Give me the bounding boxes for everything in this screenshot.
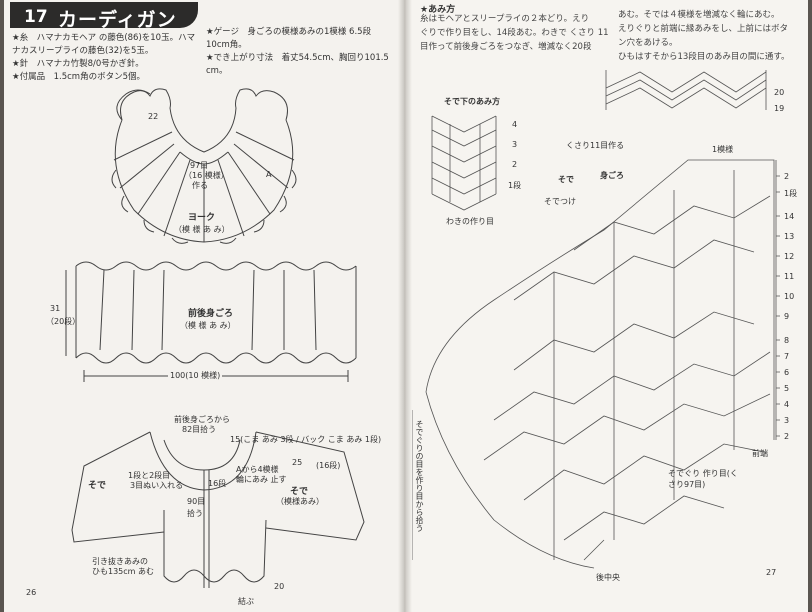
sleeve-sub: （模様あみ） [276, 497, 324, 506]
one-pattern-label: 1模様 [712, 145, 734, 154]
row-mark: 11 [784, 272, 795, 281]
yoke-letter: A [266, 170, 272, 179]
spec-line: ★針 ハマナカ竹製8/0号かぎ針。 [12, 59, 144, 69]
instruction-line: 糸はモヘアとスリープライの２本どり。えり [420, 14, 590, 24]
garment-note: 15(こま あみ 3段 / バック こま あみ 1段) [230, 435, 382, 444]
vertical-note: そでぐりの目を作り目から拾う [415, 420, 424, 532]
materials-spec: ★糸 ハマナカモヘア の藤色(86)を10玉。ハマ ナカスリープライの藤色(32… [12, 32, 202, 84]
garment-note: 引き抜きあみの [92, 557, 148, 566]
sleeve-row-mark: 3 [512, 140, 518, 149]
garment-note: 前後身ごろから [174, 415, 230, 424]
sleeve-section-title: そで下のあみ方 [444, 97, 500, 106]
body-label: 前後身ごろ [188, 309, 234, 319]
yoke-center-mid: （16 模様） [184, 171, 229, 180]
body-width: 100(10 模様) [168, 370, 223, 381]
spec-line: cm。 [206, 66, 228, 76]
instruction-line: えりぐりと前端に縁あみをし、上前にはボタ [618, 24, 789, 34]
sleeve-row-mark: 2 [512, 160, 518, 169]
sleeve-label: そで [290, 487, 309, 497]
sleeve-row-mark: 1段 [508, 181, 522, 190]
garment-note: (16段) [316, 461, 341, 470]
book-gutter [398, 0, 412, 612]
row-mark: 8 [784, 336, 790, 345]
row-mark: 3 [784, 416, 790, 425]
row-mark: 1段 [784, 189, 798, 198]
spec-line: ★ゲージ 身ごろの模様あみの1模様 6.5段 [206, 27, 372, 37]
instructions-col1: 糸はモヘアとスリープライの２本どり。えり ぐりで作り目をし、14段あむ。わきで … [420, 12, 610, 54]
garment-note: 16段 [208, 479, 227, 488]
garment-note: 1段と2段目 [128, 471, 171, 480]
pattern-title: カーディガン [58, 9, 177, 31]
garment-note: Aから4模様 [236, 465, 279, 474]
row-mark: 13 [784, 232, 795, 241]
page-number-left: 26 [26, 588, 37, 597]
neck-label: そでぐり 作り目(くさり97目) [668, 469, 738, 489]
mi-label: 身ごろ [600, 171, 624, 180]
garment-note: 90目 [187, 497, 206, 506]
spec-line: ★付属品 1.5cm角のボタン5個。 [12, 72, 146, 82]
yoke-center-bot: 作る [192, 181, 208, 190]
method-heading: ★あみ方 [420, 5, 456, 15]
title-bar: 17 カーディガン [10, 2, 198, 31]
pattern-number: 17 [24, 7, 48, 27]
spec-line: ★糸 ハマナカモヘア の藤色(86)を10玉。ハマ [12, 33, 196, 43]
instruction-line: ひもはすそから13段目のあみ目の間に通す。 [618, 52, 790, 62]
yoke-center-top: 97目 [190, 161, 209, 170]
page-right: 糸はモヘアとスリープライの２本どり。えり ぐりで作り目をし、14段あむ。わきで … [404, 0, 808, 612]
center-back-label: 後中央 [596, 573, 620, 582]
gauge-spec: ★ゲージ 身ごろの模様あみの1模様 6.5段 10cm角。 ★でき上がり寸法 着… [206, 26, 400, 78]
row-mark: 4 [784, 400, 790, 409]
garment-note: 3目ぬい入れる [130, 481, 184, 490]
instruction-line: 目作って前後身ごろをつなぎ、増減なく20段 [420, 42, 592, 52]
row-mark: 2 [784, 172, 790, 181]
spec-line: ★でき上がり寸法 着丈54.5cm、胸回り101.5 [206, 53, 389, 63]
garment-note: ひも135cm あむ [92, 567, 155, 576]
garment-note: 輪にあみ 止す [236, 475, 287, 484]
instruction-line: ン穴をあける。 [618, 38, 678, 48]
row-mark: 9 [784, 312, 790, 321]
instructions-col2: あむ。そでは４模様を増減なく輪にあむ。 えりぐりと前端に縁あみをし、上前にはボタ… [618, 8, 806, 64]
garment-note: 20 [274, 582, 285, 591]
sleeve-left-label: そで [88, 481, 107, 491]
row-mark: 14 [784, 212, 795, 221]
garment-note: 結ぶ [238, 597, 254, 606]
crochet-chart [411, 70, 780, 569]
kusari-label: くさり11目作る [566, 141, 625, 150]
top-mark: 20 [774, 88, 785, 97]
row-mark: 2 [784, 432, 790, 441]
yoke-label: ヨーク [188, 213, 216, 223]
spec-line: 10cm角。 [206, 40, 247, 50]
row-mark: 6 [784, 368, 790, 377]
page-number-right: 27 [766, 568, 777, 577]
yoke-diagram [65, 88, 365, 588]
body-rows: （20段） [46, 317, 81, 326]
yoke-edge-label: 22 [148, 112, 159, 121]
garment-note: 82目拾う [182, 425, 217, 434]
page-left: 17 カーディガン ★糸 ハマナカモヘア の藤色(86)を10玉。ハマ ナカスリ… [4, 0, 404, 612]
row-mark: 12 [784, 252, 795, 261]
sleeve-row-mark: 4 [512, 120, 518, 129]
instruction-line: あむ。そでは４模様を増減なく輪にあむ。 [618, 10, 780, 20]
front-edge-label: 前端 [752, 449, 768, 458]
garment-note: 25 [292, 458, 303, 467]
body-height: 31 [50, 304, 61, 313]
body-sub: （模 様 あ み） [180, 321, 236, 330]
sode-kanji: そで [558, 175, 574, 184]
row-mark: 5 [784, 384, 790, 393]
top-mark: 19 [774, 104, 785, 113]
sodetsuke-label: そでつけ [544, 197, 576, 206]
yoke-sub: （模 様 あ み） [174, 225, 230, 234]
waki-label: わきの作り目 [446, 217, 494, 226]
row-mark: 7 [784, 352, 790, 361]
spec-line: ナカスリープライの藤色(32)を5玉。 [12, 46, 154, 56]
row-mark: 10 [784, 292, 795, 301]
garment-note: 拾う [187, 509, 203, 518]
instruction-line: ぐりで作り目をし、14段あむ。わきで くさり 11 [420, 28, 609, 38]
